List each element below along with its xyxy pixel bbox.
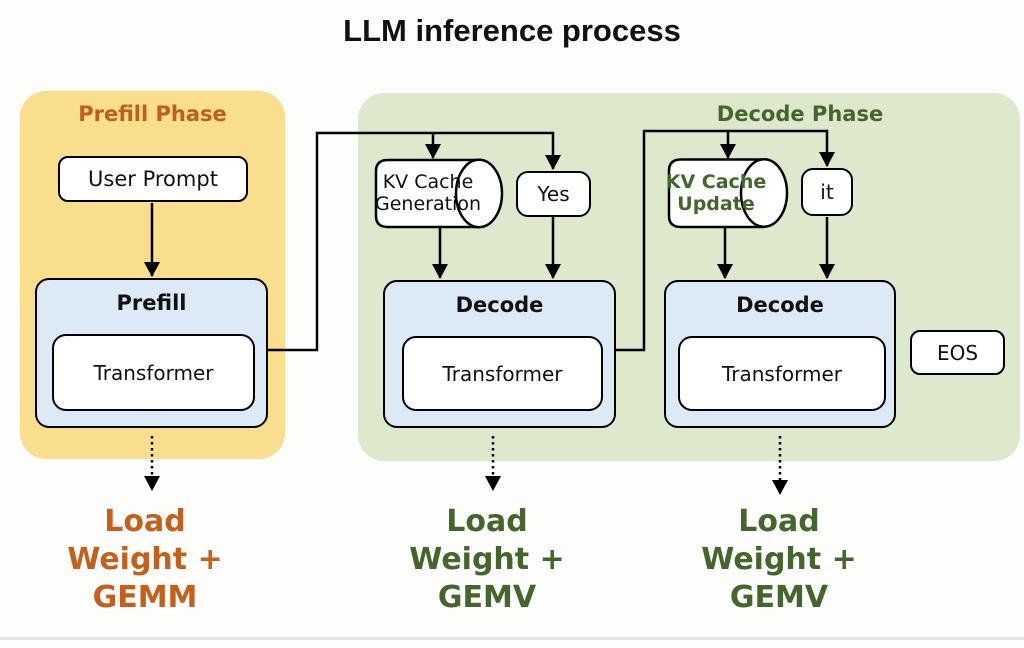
kv-cache-update-line1: KV Cache bbox=[665, 171, 767, 193]
decode1-transformer-box: Transformer bbox=[402, 336, 603, 411]
diagram-title: LLM inference process bbox=[343, 13, 681, 48]
gemv2-note-line1: Load bbox=[738, 504, 820, 539]
it-box: it bbox=[801, 168, 853, 216]
kv-cache-generation-label: KV Cache Generation bbox=[374, 171, 482, 215]
eos-box: EOS bbox=[910, 330, 1005, 375]
decode1-load-weight-gemv-note: Load Weight + GEMV bbox=[380, 503, 594, 617]
gemm-note-line1: Load bbox=[104, 504, 186, 539]
kv-cache-generation-cylinder bbox=[374, 158, 504, 229]
gemm-note-line3: GEMM bbox=[92, 580, 198, 615]
decode1-stage-box: Decode Transformer bbox=[383, 280, 616, 428]
kv-cache-update-cylinder bbox=[667, 158, 789, 229]
gemv2-note-line3: GEMV bbox=[729, 580, 829, 615]
decode1-stage-label: Decode bbox=[455, 293, 544, 317]
gemv2-note-line2: Weight + bbox=[701, 542, 857, 577]
arrow-prefill-to-yes bbox=[266, 131, 561, 352]
gemv1-note-line1: Load bbox=[446, 504, 528, 539]
prefill-stage-box: Prefill Transformer bbox=[35, 278, 268, 428]
prefill-phase-label: Prefill Phase bbox=[78, 102, 227, 126]
decode-phase-label: Decode Phase bbox=[716, 102, 884, 126]
prefill-transformer-box: Transformer bbox=[52, 334, 255, 411]
gemv1-note-line3: GEMV bbox=[437, 580, 537, 615]
yes-box: Yes bbox=[516, 171, 591, 217]
decode2-load-weight-gemv-note: Load Weight + GEMV bbox=[672, 503, 886, 617]
user-prompt-box: User Prompt bbox=[58, 156, 248, 202]
prefill-load-weight-gemm-note: Load Weight + GEMM bbox=[36, 503, 254, 617]
arrow-decode1-to-it bbox=[612, 129, 835, 352]
gemv1-note-line2: Weight + bbox=[409, 542, 565, 577]
gemm-note-line2: Weight + bbox=[67, 542, 223, 577]
bottom-divider bbox=[0, 637, 1024, 640]
kv-cache-update-label: KV Cache Update bbox=[662, 171, 770, 215]
kv-cache-generation-line1: KV Cache bbox=[382, 171, 474, 193]
decode2-stage-box: Decode Transformer bbox=[664, 280, 896, 428]
decode2-transformer-box: Transformer bbox=[678, 336, 886, 411]
decode2-stage-label: Decode bbox=[736, 293, 824, 317]
prefill-stage-label: Prefill bbox=[116, 291, 187, 315]
kv-cache-generation-line2: Generation bbox=[375, 193, 481, 215]
kv-cache-update-line2: Update bbox=[677, 193, 755, 215]
